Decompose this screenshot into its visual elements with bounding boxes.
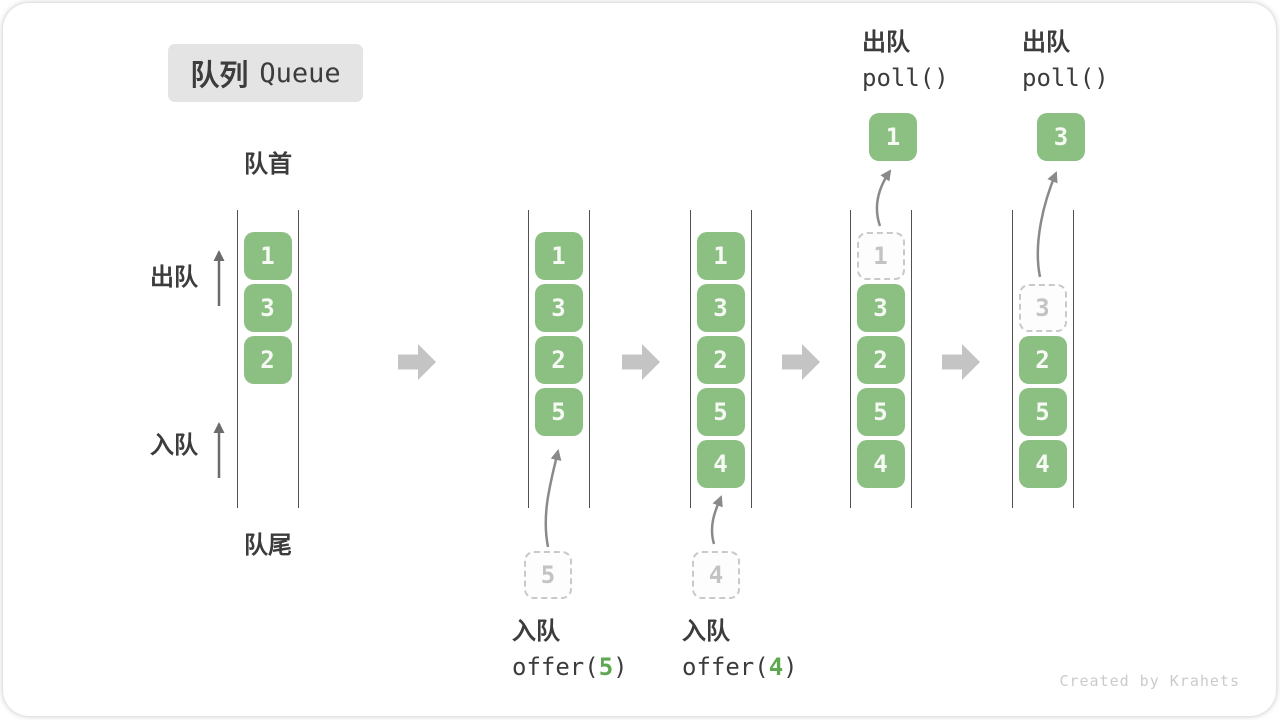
queue-item-2: 2 bbox=[696, 336, 745, 384]
offer-5-code: offer(5) bbox=[512, 653, 628, 681]
poll-3-label: 出队 bbox=[1022, 29, 1070, 56]
queue-item-4: 4 bbox=[856, 440, 905, 488]
queue-item-5: 5 bbox=[1018, 388, 1067, 436]
offer-5-arg: 5 bbox=[598, 653, 614, 681]
queue-item-3: 3 bbox=[856, 284, 905, 332]
queue-item-1: 1 bbox=[534, 232, 583, 280]
state-transition-arrow-1 bbox=[398, 344, 436, 380]
offer-4-arg: 4 bbox=[768, 653, 784, 681]
queue-item-3: 3 bbox=[534, 284, 583, 332]
incoming-element-5: 5 bbox=[524, 551, 572, 599]
incoming-element-4: 4 bbox=[692, 551, 740, 599]
dequeue-side-label: 出队 bbox=[150, 264, 198, 291]
popped-element-3: 3 bbox=[1037, 113, 1085, 161]
watermark-credit: Created by Krahets bbox=[1059, 672, 1240, 690]
operation-poll-3: 出队 poll() bbox=[1022, 30, 1109, 92]
queue-item-3: 3 bbox=[243, 284, 292, 332]
queue-item-5: 5 bbox=[534, 388, 583, 436]
enqueue-side-label: 入队 bbox=[150, 432, 198, 459]
poll-1-code: poll() bbox=[862, 64, 949, 92]
queue-item-2: 2 bbox=[534, 336, 583, 384]
poll-3-code: poll() bbox=[1022, 64, 1109, 92]
queue-front-label: 队首 bbox=[244, 151, 292, 178]
queue-item-2: 2 bbox=[856, 336, 905, 384]
operation-offer-5: 入队 offer(5) bbox=[512, 619, 628, 681]
queue-item-3: 3 bbox=[696, 284, 745, 332]
offer-5-label: 入队 bbox=[512, 618, 560, 645]
queue-rear-label: 队尾 bbox=[244, 532, 292, 559]
queue-item-4: 4 bbox=[1018, 440, 1067, 488]
removed-slot-1: 1 bbox=[856, 232, 905, 280]
queue-item-5: 5 bbox=[856, 388, 905, 436]
queue-item-1: 1 bbox=[243, 232, 292, 280]
removed-slot-3: 3 bbox=[1018, 284, 1067, 332]
offer-4-code: offer(4) bbox=[682, 653, 798, 681]
state-transition-arrow-3 bbox=[782, 344, 820, 380]
offer-4-label: 入队 bbox=[682, 618, 730, 645]
popped-element-1: 1 bbox=[869, 113, 917, 161]
state-transition-arrow-2 bbox=[622, 344, 660, 380]
title-english: Queue bbox=[259, 57, 341, 89]
title-badge: 队列 Queue bbox=[168, 44, 363, 102]
queue-item-1: 1 bbox=[696, 232, 745, 280]
poll-1-label: 出队 bbox=[862, 29, 910, 56]
operation-poll-1: 出队 poll() bbox=[862, 30, 949, 92]
queue-item-4: 4 bbox=[696, 440, 745, 488]
queue-item-2: 2 bbox=[243, 336, 292, 384]
operation-offer-4: 入队 offer(4) bbox=[682, 619, 798, 681]
state-transition-arrow-4 bbox=[942, 344, 980, 380]
queue-item-2: 2 bbox=[1018, 336, 1067, 384]
queue-item-5: 5 bbox=[696, 388, 745, 436]
title-chinese: 队列 bbox=[190, 60, 249, 92]
